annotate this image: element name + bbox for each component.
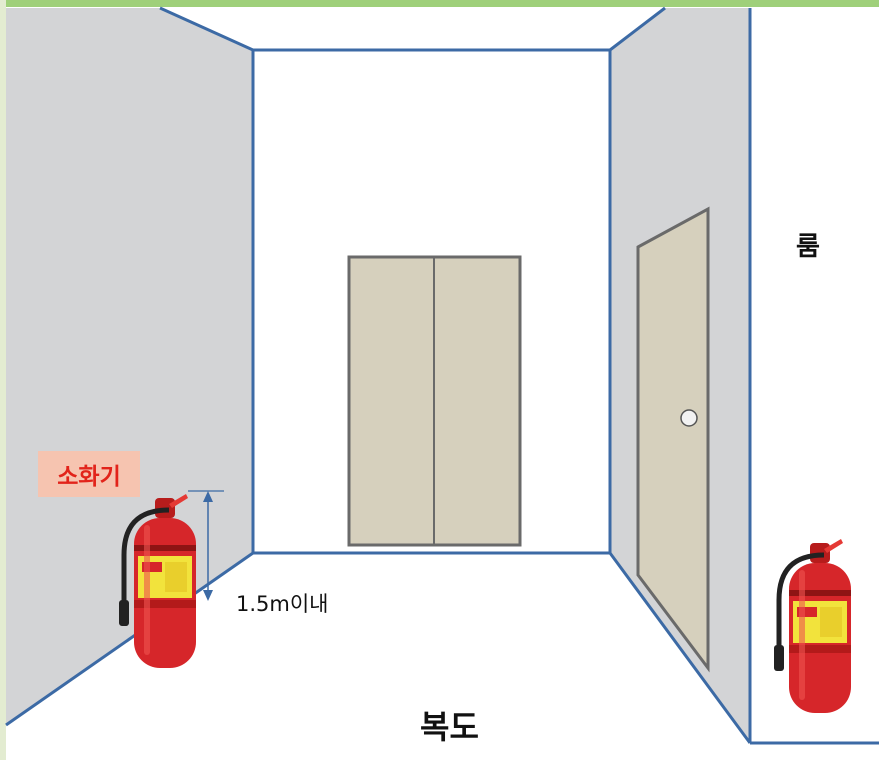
ceiling-edge-left — [159, 6, 254, 52]
extinguisher-label: 소화기 — [38, 451, 140, 497]
fire-extinguisher-icon — [774, 539, 851, 713]
room-label: 룸 — [796, 232, 820, 262]
corridor-label: 복도 — [420, 708, 479, 746]
floor-edge-right — [608, 552, 752, 744]
top-border — [0, 0, 879, 7]
ceiling-edge-right — [609, 6, 666, 52]
floor-edge-left — [5, 551, 254, 727]
door-knob-icon — [680, 409, 698, 427]
height-note: 1.5m이내 — [236, 592, 329, 616]
dimension-arrow-icon — [203, 491, 213, 601]
left-wall — [6, 8, 253, 725]
left-border — [0, 0, 6, 760]
side-door — [636, 206, 710, 673]
